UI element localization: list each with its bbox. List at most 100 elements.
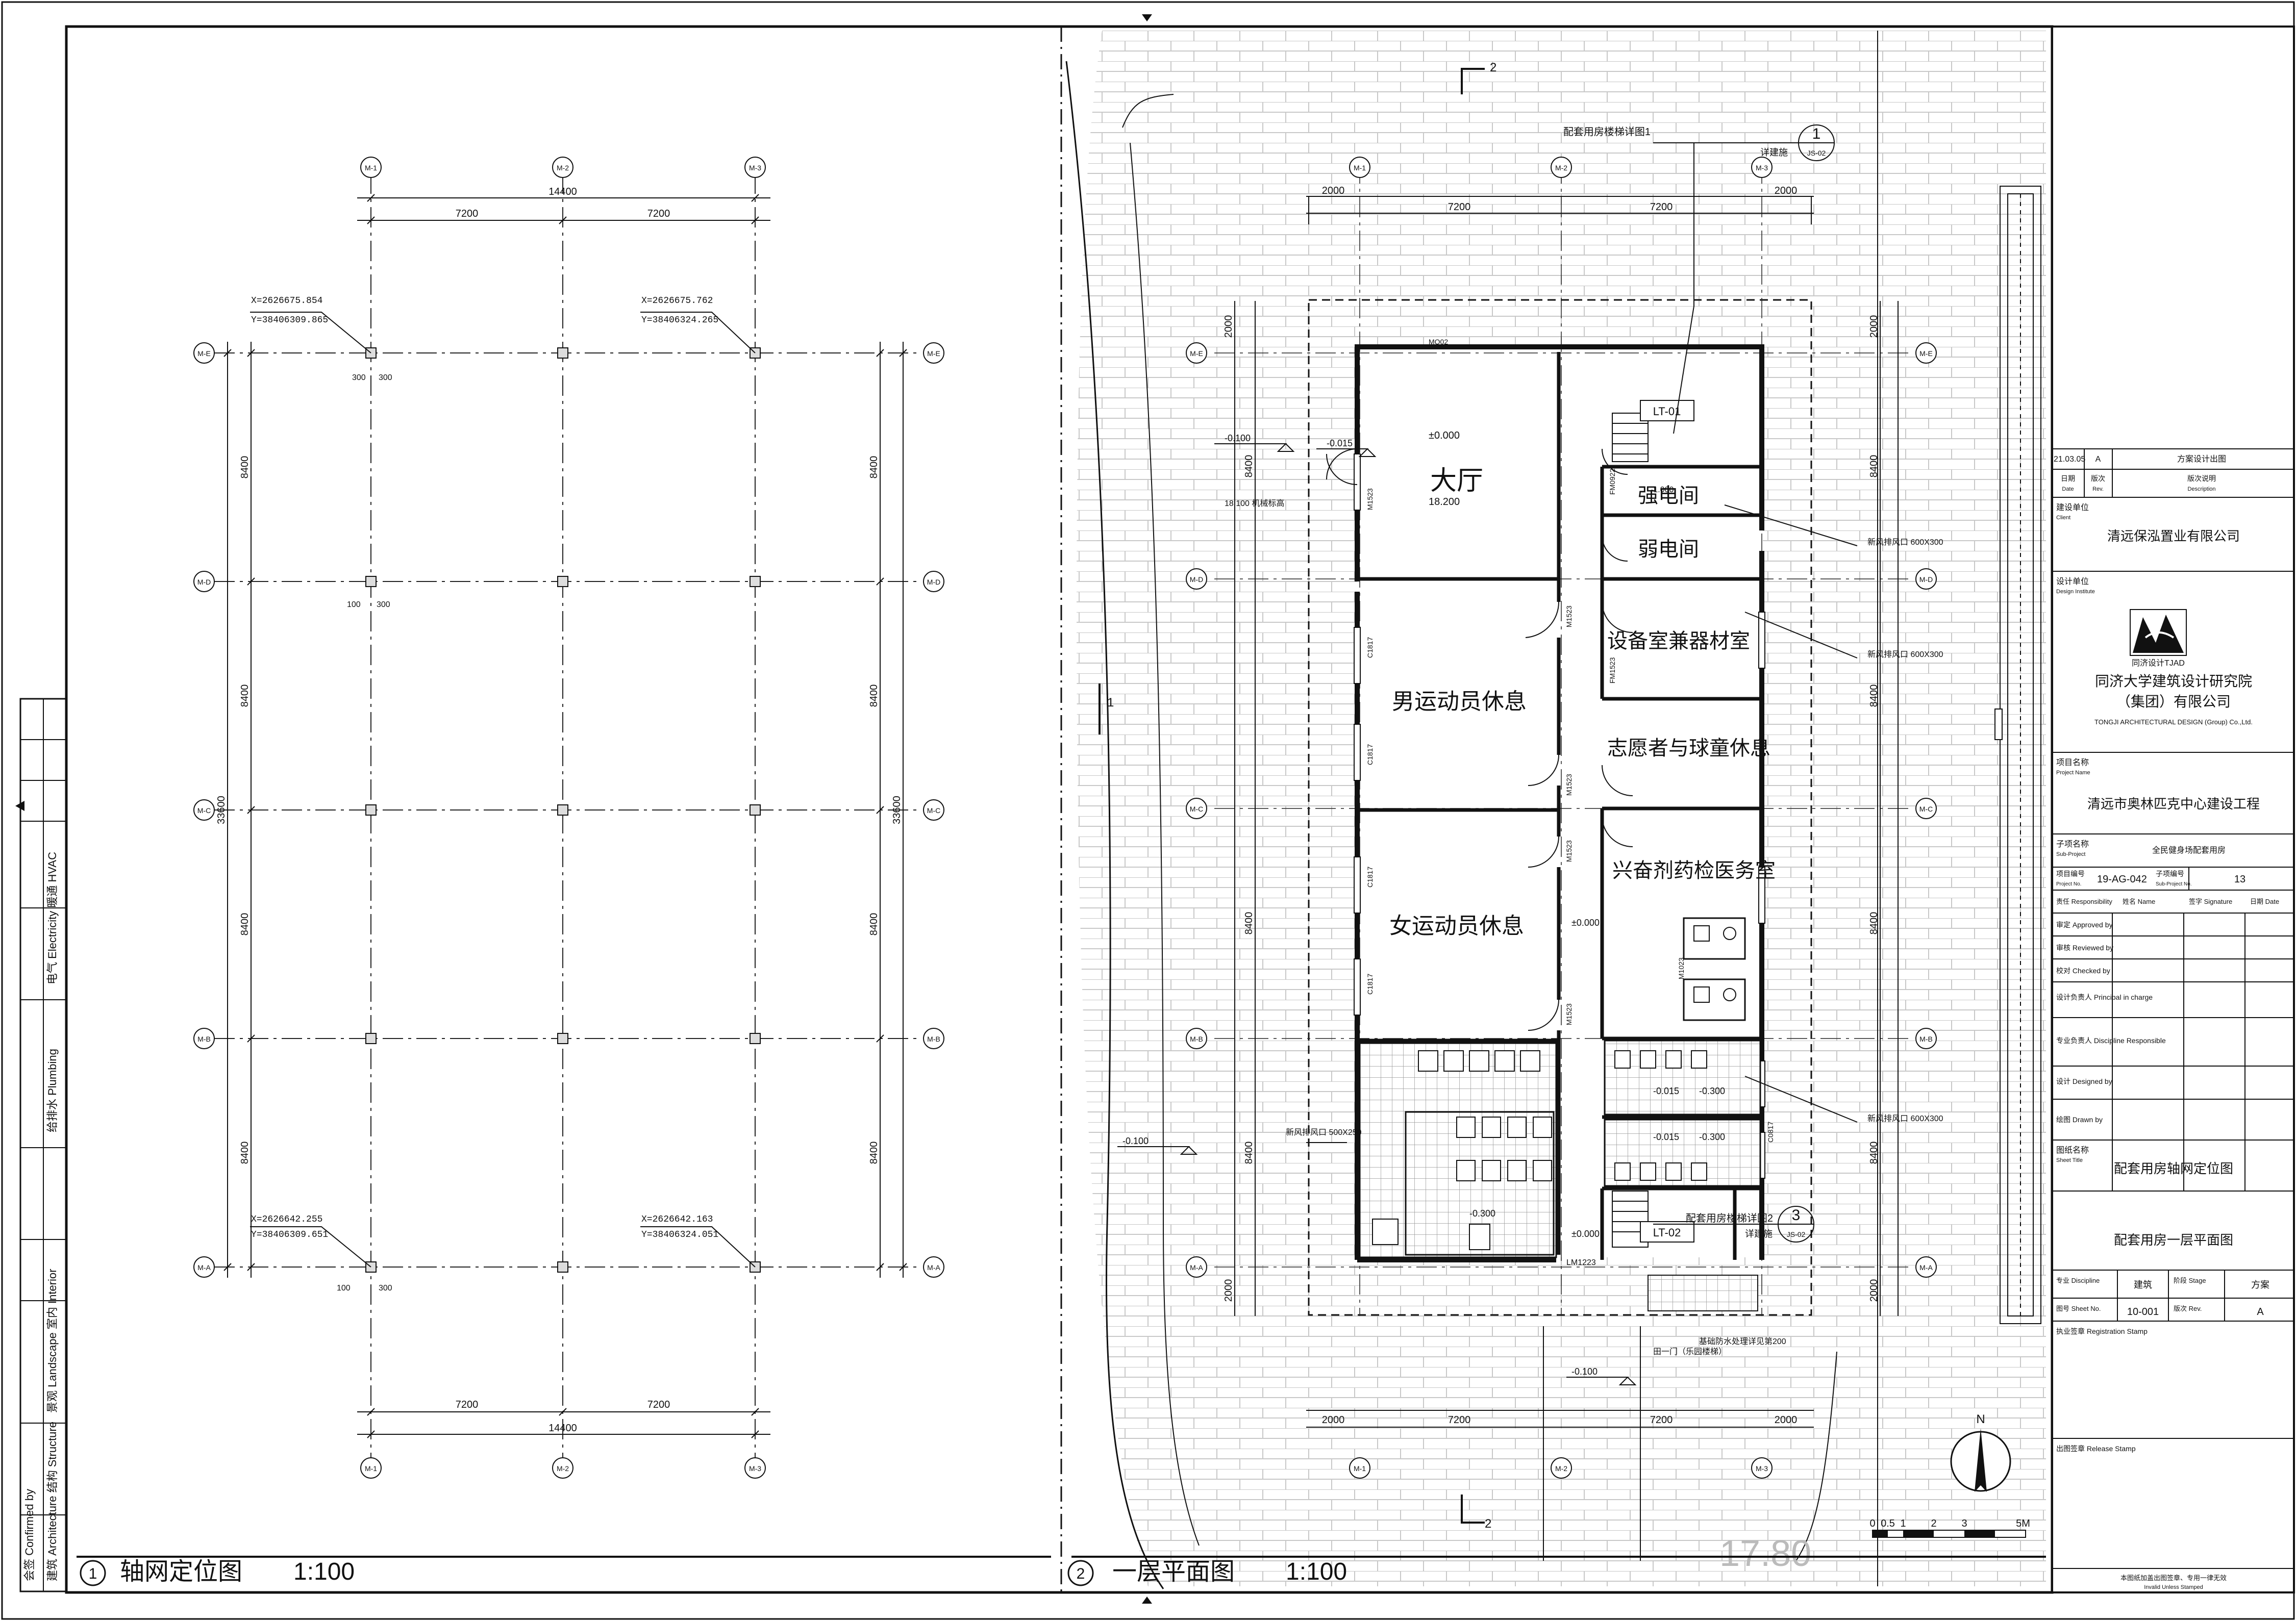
subproject-no: 13 [2234,874,2245,885]
role-reviewed: 审核 Reviewed by [2056,944,2113,952]
tjad-logo-icon [2130,609,2187,656]
dim-side-5: 8400 [1243,1142,1255,1164]
door-tag: C1817 [1366,974,1374,995]
panel-title: 轴网定位图 [120,1558,242,1585]
room-male-athletes: 男运动员休息 [1392,689,1527,715]
col-dim-label: 300 [352,373,366,382]
axis-bubble-me-left: M-E [197,349,211,358]
section-mark-top: 2 [1490,61,1496,74]
rev-header-date-en: Date [2062,486,2074,492]
client-label-en: Client [2056,515,2070,521]
axis-bubble-mc-left: M-C [197,806,211,815]
axis-bubble-m3-bottom-r: M-3 [1756,1464,1768,1473]
discipline-value: 建筑 [2134,1280,2152,1290]
rev-header-desc-en: Description [2187,486,2215,492]
dim-y-3-right: 8400 [868,913,880,936]
coord-x-1: X=2626675.854 [251,296,322,306]
project-no: 19-AG-042 [2097,874,2147,885]
level-mark-1: -0.100 [1225,433,1251,443]
dim-y-4-right: 8400 [868,1142,880,1164]
site-edge-detail [2000,186,2041,1324]
north-label: N [1976,1412,1985,1426]
vent-label-1: 新风排风口 600X300 [1867,538,1943,547]
role-discipline: 专业负责人 Discipline Responsible [2056,1036,2166,1045]
dim-x-2-bottom: 7200 [647,1399,670,1410]
level-mark-2: -0.015 [1327,438,1353,448]
rev-header-rev: 版次 [2091,474,2105,483]
axis-bubble-m2-bottom-r: M-2 [1555,1464,1567,1473]
panel-number-circle [1067,1560,1094,1586]
axis-bubble-m1-bottom-r: M-1 [1354,1464,1366,1473]
detail-number-1: 1 [1812,125,1821,142]
room-lobby-height: 18.200 [1429,496,1460,508]
project-name: 清远市奥林匹克中心建设工程 [2087,796,2260,812]
site-boundary [1308,299,1812,1316]
countersign-strip: 电气 Electricity 暖通 HVAC 给排水 Plumbing 景观 L… [19,698,67,1592]
role-principal: 设计负责人 Principal in charge [2056,993,2153,1001]
col-dim-label: 100 [337,1284,351,1293]
door-tag: M1523 [1565,1003,1573,1025]
axis-bubble-m2-top: M-2 [557,164,569,172]
dim-side-4-r: 8400 [1868,912,1880,935]
coord-x-2: X=2626675.762 [641,296,713,306]
invalid-note-en: Invalid Unless Stamped [2144,1584,2203,1590]
role-approved: 审定 Approved by [2056,921,2113,929]
axis-bubble-m1-top: M-1 [365,164,377,172]
level-mark-10: -0.300 [1699,1132,1725,1142]
axis-bubble-md-r: M-D [1919,575,1933,584]
dim-bottom-4: 2000 [1775,1414,1798,1426]
level-mark-7: -0.015 [1653,1086,1679,1096]
axis-grid-plan: 14400 7200 7200 7200 7200 14400 33600 84… [77,157,1051,1586]
client-name: 清远保泓置业有限公司 [2107,528,2240,544]
section-mark-bottom: 2 [1485,1517,1491,1531]
sheet-title-1: 配套用房轴网定位图 [2114,1161,2233,1176]
axis-bubble-me-r: M-E [1919,349,1933,358]
role-designed: 设计 Designed by [2056,1077,2112,1085]
entry-ramp [1648,1275,1758,1311]
design-label-en: Design Institute [2056,589,2095,595]
lm-label: LM1223 [1566,1258,1596,1267]
rev-desc: 方案设计出图 [2177,454,2226,464]
vent-label-4: 新风排风口 500X250 [1286,1128,1362,1137]
north-arrow-icon [1950,1428,2011,1492]
sheet-no-label: 图号 Sheet No. [2056,1305,2101,1312]
room-doping-medical: 兴奋剂药检医务室 [1612,859,1776,882]
detail-sheet-3: JS-02 [1787,1230,1806,1238]
project-label-en: Project Name [2056,770,2090,776]
section-mark-2 [1461,68,1485,1524]
title-block: 21.03.05 A 方案设计出图 日期 Date 版次 Rev. 版次说明 D… [2051,26,2295,1593]
dim-y-2-left: 8400 [239,685,251,707]
dim-side-6-r: 2000 [1868,1279,1880,1302]
center-mark-top-icon [1142,14,1152,21]
dim-y-1-left: 8400 [239,456,251,479]
subproject-no-label: 子项编号 [2156,870,2184,878]
axis-bubble-md-left: M-D [197,578,211,586]
dim-x-1-top: 7200 [456,208,479,219]
dim-side-5-r: 8400 [1868,1142,1880,1164]
rev-label: 版次 Rev. [2174,1305,2202,1312]
rev-date: 21.03.05 [2054,455,2085,464]
axis-bubble-m1-top-r: M-1 [1354,164,1366,172]
rev-code: A [2095,455,2101,464]
coord-y-1: Y=38406309.865 [251,315,328,325]
dim-x-total-top: 14400 [548,186,577,197]
scale-tick-3: 3 [1961,1518,1967,1529]
discipline-label: 专业 Discipline [2056,1277,2100,1284]
dim-y-total-left: 33600 [216,796,227,824]
col-dim-label: 300 [379,1284,392,1293]
scale-tick-0: 0 [1869,1518,1875,1529]
coord-y-2: Y=38406324.265 [641,315,718,325]
sheet-title-2: 配套用房一层平面图 [2114,1232,2233,1248]
center-mark-bottom-icon [1142,1597,1152,1604]
stair-detail-2: 配套用房楼梯详图2 [1686,1212,1773,1224]
strip-row-4: 建筑 Architecture 结构 Structure [46,1422,59,1581]
strip-row-2: 给排水 Plumbing [46,1049,59,1132]
dim-y-2-right: 8400 [868,685,880,707]
axis-bubble-mc-r: M-C [1919,805,1933,813]
dim-x-2-top: 7200 [647,208,670,219]
door-tag: C1817 [1366,637,1374,658]
dim-bottom-2: 7200 [1448,1414,1471,1426]
door-tag: M1523 [1565,605,1573,627]
stage-value: 方案 [2251,1280,2269,1290]
